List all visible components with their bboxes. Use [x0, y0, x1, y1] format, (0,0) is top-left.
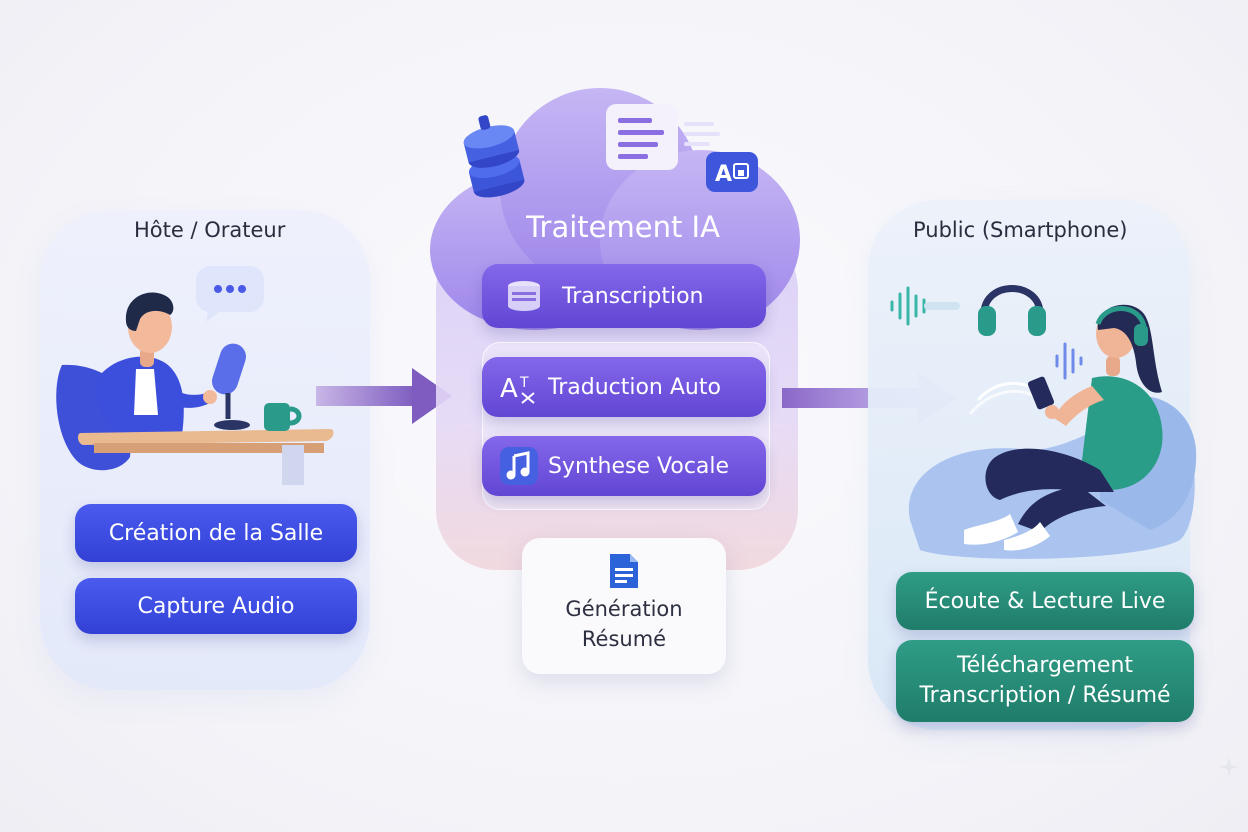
small-wave-icon — [1055, 342, 1083, 380]
translate-badge-icon: A — [706, 152, 758, 192]
speech-bubble-icon — [196, 266, 264, 322]
host-title: Hôte / Orateur — [134, 218, 286, 242]
svg-text:T: T — [519, 375, 529, 391]
live-listen-button[interactable]: Écoute & Lecture Live — [896, 572, 1194, 630]
sound-wave-icon — [890, 286, 960, 326]
summary-document-icon — [610, 554, 638, 588]
ai-title: Traitement IA — [526, 210, 720, 244]
transcription-step[interactable]: Transcription — [482, 264, 766, 328]
headphones-icon — [978, 285, 1046, 336]
music-note-icon — [500, 447, 538, 485]
svg-text:A: A — [500, 374, 518, 404]
stack-icon — [508, 281, 540, 311]
document-icon — [606, 104, 720, 170]
create-room-button[interactable]: Création de la Salle — [75, 504, 357, 562]
host-illustration — [56, 292, 334, 485]
translation-step[interactable]: A T Traduction Auto — [482, 357, 766, 417]
sparkle-icon — [1219, 757, 1239, 777]
summary-label: Génération Résumé — [565, 597, 683, 651]
svg-text:A: A — [715, 162, 732, 187]
speech-synthesis-step[interactable]: Synthese Vocale — [482, 436, 766, 496]
arrow-host-to-ai — [316, 366, 456, 426]
listener-illustration — [908, 304, 1197, 559]
database-icon — [463, 115, 525, 198]
capture-audio-button[interactable]: Capture Audio — [75, 578, 357, 634]
translate-icon: A T — [500, 374, 535, 404]
download-transcript-button[interactable]: Téléchargement Transcription / Résumé — [896, 640, 1194, 722]
audience-title: Public (Smartphone) — [913, 218, 1128, 242]
